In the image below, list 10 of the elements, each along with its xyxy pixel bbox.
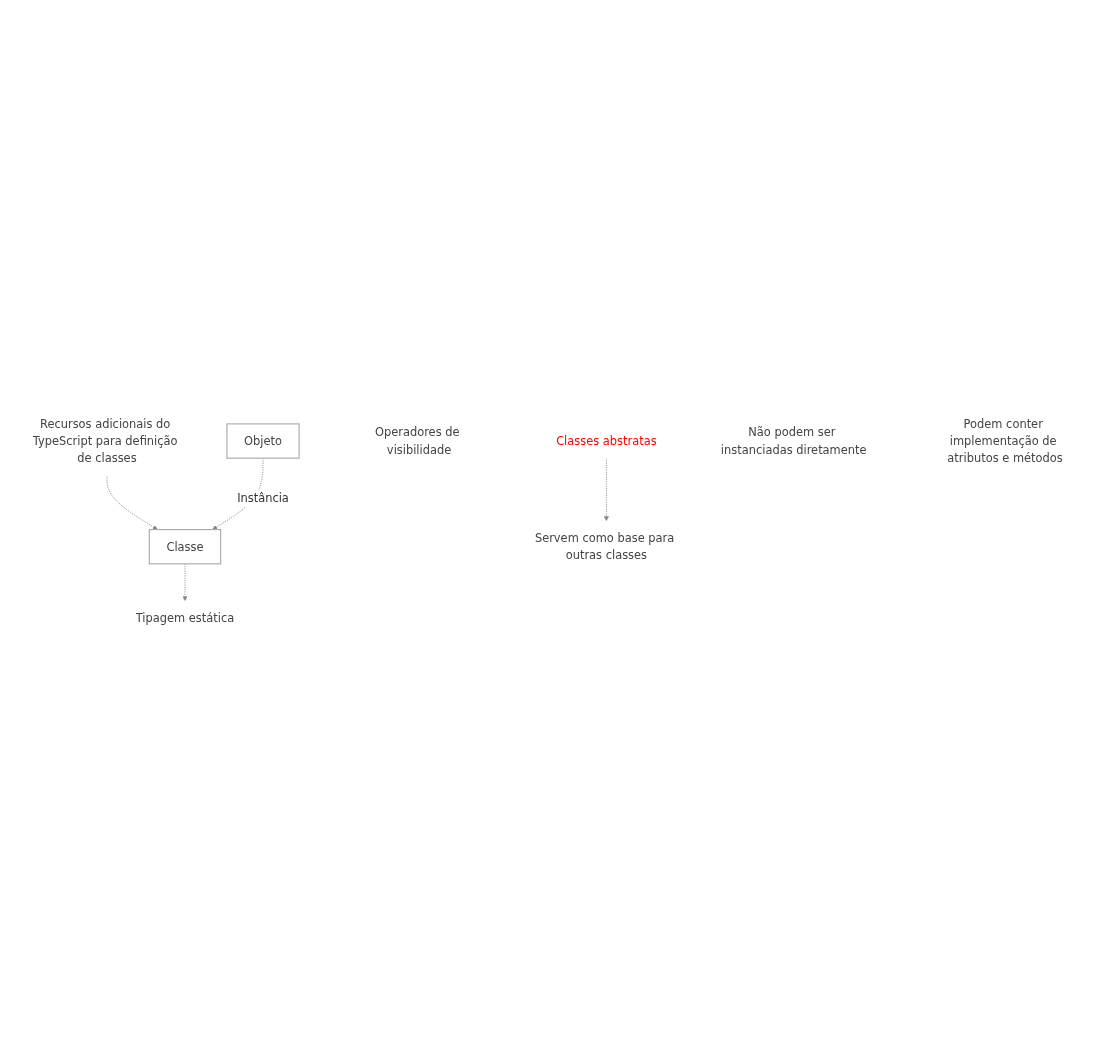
node-text: Não podem ser instanciadas diretamente: [720, 425, 867, 457]
node-box: Objeto: [226, 423, 300, 459]
node-text: Classes abstratas: [556, 434, 657, 448]
node-box: Classe: [148, 529, 222, 565]
node-text: Operadores de visibilidade: [374, 425, 460, 457]
node-text: Tipagem estática: [135, 611, 235, 625]
node-text: Podem conter implementação de atributos e métodos: [947, 417, 1063, 466]
edge-label: Instância: [237, 491, 289, 506]
node-text: Recursos adicionais do TypeScript para definição de classes: [32, 417, 178, 466]
node-text: Servem como base para outras classes: [534, 531, 675, 563]
